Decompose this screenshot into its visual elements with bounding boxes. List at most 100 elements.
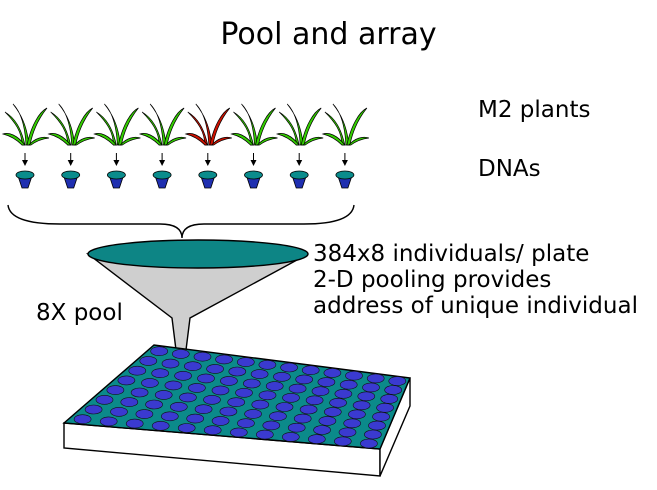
plate-well xyxy=(170,401,188,412)
plate-well xyxy=(235,387,253,398)
plate-well xyxy=(244,409,262,419)
plate-well xyxy=(329,397,347,408)
plate-well xyxy=(230,427,248,438)
down-arrow-icon xyxy=(250,153,257,166)
plate-well xyxy=(293,413,312,424)
plate-well xyxy=(258,390,277,401)
plant xyxy=(230,103,278,146)
plate-well xyxy=(280,362,298,373)
plate-well xyxy=(357,391,376,402)
dnas-label: DNAs xyxy=(478,156,541,182)
plate-well xyxy=(130,387,149,398)
plate-well xyxy=(237,418,255,429)
plate-well xyxy=(164,380,183,391)
plate-well xyxy=(275,402,294,412)
plant xyxy=(1,103,50,146)
plate-well xyxy=(106,385,125,395)
plate-well xyxy=(281,432,300,442)
plate-well xyxy=(307,434,326,444)
plate-well xyxy=(184,361,202,372)
plate-well xyxy=(211,385,230,396)
plate-well xyxy=(338,427,357,438)
plate-well xyxy=(243,378,261,389)
info-line: address of unique individual xyxy=(313,293,638,319)
plate-well xyxy=(295,374,314,385)
plate-well xyxy=(301,365,320,376)
plant xyxy=(275,103,324,146)
down-arrow-icon xyxy=(67,153,74,166)
plate-well xyxy=(120,397,139,407)
dna-tube xyxy=(61,170,81,189)
grouping-brace xyxy=(7,204,355,239)
plate-well xyxy=(372,411,390,422)
plate-well xyxy=(174,370,192,381)
plate-well xyxy=(262,420,281,431)
plant xyxy=(321,103,370,146)
plate-well xyxy=(352,400,371,411)
down-arrow-icon xyxy=(204,153,211,166)
plate-well xyxy=(299,404,318,415)
plate-well xyxy=(273,371,291,382)
dna-tube xyxy=(152,170,172,189)
plate-well xyxy=(73,414,92,425)
plate-well xyxy=(366,373,385,384)
plate-well xyxy=(269,411,287,422)
down-arrow-icon xyxy=(22,153,28,166)
down-arrow-icon xyxy=(113,153,120,166)
plate-well xyxy=(318,416,337,426)
plate-well xyxy=(125,418,144,429)
down-arrow-icon xyxy=(296,153,303,166)
plate-well xyxy=(128,365,147,376)
plate-well xyxy=(150,346,168,357)
plate-well xyxy=(339,379,358,390)
plate-well xyxy=(188,383,206,393)
plate-well xyxy=(287,422,306,433)
dna-tube xyxy=(198,170,218,189)
dna-tube xyxy=(289,170,309,189)
plant xyxy=(47,103,95,146)
plate-well xyxy=(228,366,247,377)
plate-well xyxy=(227,397,245,408)
plate-well xyxy=(313,425,331,435)
plate-well xyxy=(177,423,196,433)
plate-well xyxy=(161,358,180,369)
down-arrow-icon xyxy=(341,153,348,166)
plate-well xyxy=(384,385,403,395)
plate-well xyxy=(219,406,238,417)
plate-well xyxy=(135,409,154,419)
plate-well xyxy=(323,407,342,417)
microplate xyxy=(62,344,412,477)
plate-well xyxy=(317,377,336,387)
plate-well xyxy=(151,420,170,431)
dna-tube xyxy=(244,170,263,189)
plate-well xyxy=(305,395,324,406)
plate-well xyxy=(258,359,277,370)
plate-well xyxy=(154,390,173,400)
plate-well xyxy=(117,375,136,386)
plate-well xyxy=(99,416,118,427)
m2-plants-label: M2 plants xyxy=(478,97,591,123)
plate-well xyxy=(334,388,353,399)
pooling-info: 384x8 individuals/ plate 2-D pooling pro… xyxy=(313,241,638,319)
info-line: 2-D pooling provides xyxy=(313,267,552,293)
plate-well xyxy=(172,349,190,359)
down-arrow-icon xyxy=(159,153,166,166)
plate-well xyxy=(343,418,362,429)
pool-label: 8X pool xyxy=(36,300,123,326)
plate-well xyxy=(251,399,270,410)
plate-well xyxy=(179,392,197,403)
plate-well xyxy=(288,383,307,394)
plant xyxy=(138,103,187,146)
plate-well xyxy=(84,404,103,415)
plate-well xyxy=(197,373,215,384)
plant xyxy=(93,103,141,146)
plate-well xyxy=(193,351,212,362)
plate-well xyxy=(145,399,163,410)
plate-well xyxy=(220,376,238,386)
plate-well xyxy=(380,394,399,404)
plate-well xyxy=(255,429,274,440)
plate-well xyxy=(333,436,352,447)
plate-well xyxy=(194,404,213,415)
plants-row xyxy=(1,103,370,146)
plate-well xyxy=(250,369,269,379)
